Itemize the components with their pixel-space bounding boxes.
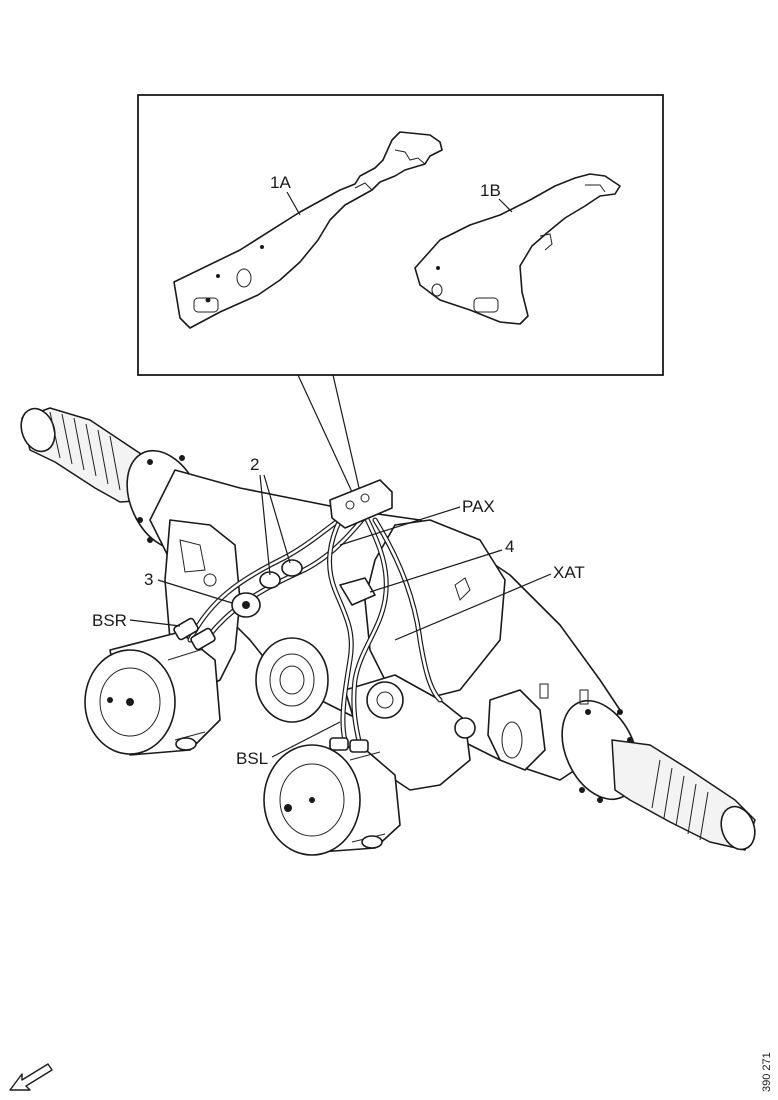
label-4-text: 4	[505, 537, 514, 556]
label-pax: PAX	[339, 497, 495, 546]
bracket-1a	[173, 131, 443, 329]
label-bsr: BSR	[92, 611, 181, 630]
bracket-1b	[414, 173, 621, 325]
pinion-flange	[255, 637, 329, 723]
reference-number: 390 271	[761, 1052, 773, 1092]
label-2-text: 2	[250, 455, 259, 474]
label-3: 3	[144, 570, 233, 604]
label-1a: 1A	[270, 173, 301, 216]
label-bsl: BSL	[236, 721, 341, 768]
label-bsr-text: BSR	[92, 611, 127, 630]
label-bsl-text: BSL	[236, 749, 268, 768]
label-1a-text: 1A	[270, 173, 291, 192]
label-4: 4	[369, 537, 514, 593]
wiring-harness	[173, 479, 443, 753]
label-2: 2	[250, 455, 291, 576]
label-1b: 1B	[480, 181, 513, 213]
label-xat: XAT	[394, 563, 585, 641]
brake-chamber-bsr	[84, 631, 221, 756]
direction-arrow-icon	[9, 1063, 53, 1091]
label-3-text: 3	[144, 570, 153, 589]
label-pax-text: PAX	[462, 497, 495, 516]
label-1b-text: 1B	[480, 181, 501, 200]
label-xat-text: XAT	[553, 563, 585, 582]
brake-chamber-bsl	[263, 744, 401, 856]
